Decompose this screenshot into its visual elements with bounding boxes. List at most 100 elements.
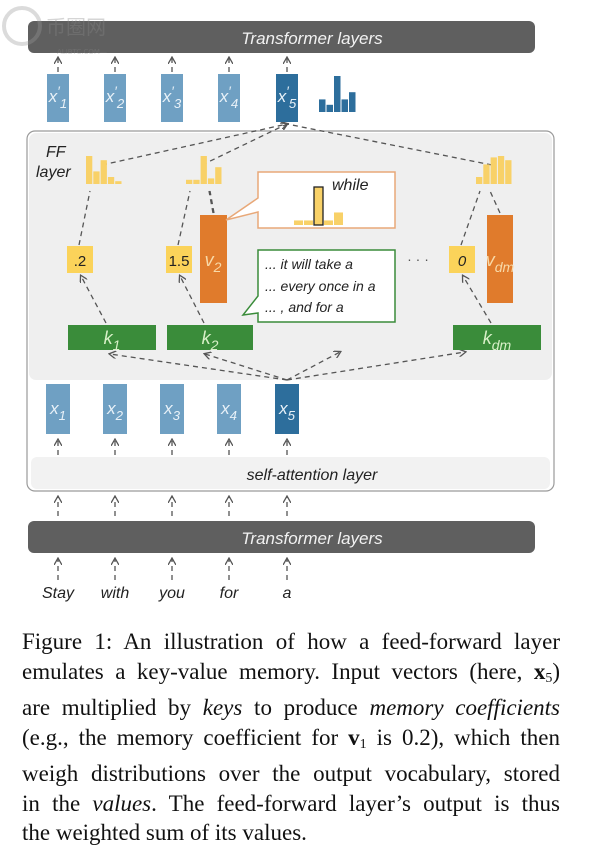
value-2-dist-bar-5	[215, 167, 222, 184]
value-2-dist-bar-3	[200, 156, 207, 184]
value-2-dist-bar-4	[207, 178, 215, 184]
key-2	[167, 325, 253, 350]
callout-dist-bar-1	[294, 220, 303, 225]
output-vector-label-4-base: x	[219, 87, 229, 106]
caption-segment: Figure 1: An illustration of how a feed-…	[22, 629, 560, 654]
ff-layer-label-1: FF	[46, 144, 67, 161]
top-transformer-bar: Transformer layers	[28, 21, 535, 53]
caption-segment: emulates a key-value memory. Input vecto…	[22, 658, 534, 684]
output-dist-bar-2	[326, 104, 333, 112]
caption-segment: (e.g., the memory coefficient for	[22, 724, 349, 750]
dist-to-output-line-1	[101, 124, 287, 166]
output-vector-label-4: x′4	[219, 84, 238, 111]
coefficient-to-dist-line-2	[177, 190, 191, 246]
output-vector-label-2-sub: 2	[116, 96, 125, 111]
output-vector-label-2: x′2	[105, 84, 125, 111]
value-label-2-base: v	[205, 250, 215, 270]
watermark-text: 币圈网	[46, 15, 106, 39]
dist-to-output-line-3	[286, 123, 493, 166]
value-label-2-sub: 2	[213, 259, 222, 275]
caption-segment: v	[348, 724, 360, 750]
value-3-dist-bar-3	[490, 157, 497, 184]
value-3-dist-bar-1	[476, 177, 483, 184]
output-vector-label-1-base: x	[48, 87, 58, 106]
input-vector-label-1-base: x	[49, 399, 59, 418]
value-label-3-base: v	[486, 250, 496, 270]
input-vector-label-2: x2	[106, 399, 124, 423]
output-vector-label-5-sub: 5	[289, 96, 297, 111]
callout-dist-bar-5	[334, 212, 343, 225]
output-vector-label-5-prime: ′	[286, 84, 289, 99]
key-to-coefficient-arrow-3	[463, 276, 492, 324]
output-vector-label-4-sub: 4	[231, 96, 238, 111]
value-3	[487, 215, 513, 303]
input-vector-label-3-sub: 3	[173, 408, 181, 423]
callout-line-1: ... it will take a	[265, 256, 353, 272]
callout-line-3: ... , and for a	[265, 299, 344, 315]
input-vector-5	[275, 384, 299, 434]
callout-dist-bar-3	[313, 186, 324, 226]
caption-line-2: emulates a key-value memory. Input vecto…	[22, 657, 560, 694]
value-1-dist-bar-2	[93, 171, 100, 184]
value-2-dist-bar-2	[193, 179, 200, 184]
caption-segment: in the	[22, 790, 93, 816]
coefficient-to-dist-line-3	[460, 190, 481, 246]
input-vector-label-5-sub: 5	[288, 408, 296, 423]
callout-dist-bar-2	[304, 220, 313, 225]
self-attention-label: self-attention layer	[247, 467, 378, 484]
key-1	[68, 325, 156, 350]
caption-line-4: (e.g., the memory coefficient for v1 is …	[22, 723, 560, 760]
callout-line-2: ... every once in a	[265, 278, 376, 294]
input-token-3: you	[158, 585, 185, 602]
input-vector-label-5-base: x	[278, 399, 288, 418]
input-token-4: for	[220, 585, 239, 602]
caption-line-3: are multiplied by keys to produce memory…	[22, 693, 560, 723]
input-vector-label-2-base: x	[106, 399, 116, 418]
value-1-dist-bar-3	[100, 160, 107, 184]
key-label-2-sub: 2	[210, 337, 219, 353]
caption-line-1: Figure 1: An illustration of how a feed-…	[22, 627, 560, 657]
output-vector-label-5-base: x	[277, 87, 287, 106]
caption-segment: the weighted sum of its values.	[22, 820, 307, 845]
output-vector-label-3-sub: 3	[174, 96, 182, 111]
figure-caption: Figure 1: An illustration of how a feed-…	[22, 627, 560, 848]
input-vector-label-3-base: x	[163, 399, 173, 418]
input-token-1: Stay	[42, 585, 75, 602]
output-vector-label-4-prime: ′	[228, 84, 231, 99]
dist-to-output-line-2	[201, 124, 287, 166]
output-dist-bar-1	[319, 99, 326, 112]
key-label-2: k2	[202, 328, 219, 353]
caption-line-7: the weighted sum of its values.	[22, 818, 560, 848]
key-3	[453, 325, 541, 350]
value-3-dist-bar-5	[505, 160, 512, 184]
output-vector-1	[47, 74, 69, 122]
input-vector-4	[217, 384, 241, 434]
input-vector-label-1-sub: 1	[59, 408, 66, 423]
input-vector-label-3: x3	[163, 399, 181, 423]
caption-segment: are multiplied by	[22, 695, 203, 720]
coefficient-value-1: .2	[74, 253, 87, 270]
output-vector-3	[161, 74, 183, 122]
input-vector-2	[103, 384, 127, 434]
input-token-5: a	[283, 585, 292, 602]
value-2	[200, 215, 226, 303]
value-label-3-sub: dm	[495, 259, 515, 275]
ff-key-value-diagram: Transformer layers FF layer self-attenti…	[26, 21, 555, 602]
input-vector-label-5: x5	[278, 399, 296, 423]
key-label-3-base: k	[483, 328, 493, 348]
key-label-3: kdm	[483, 328, 512, 353]
input-token-2: with	[101, 585, 130, 602]
caption-segment: to produce	[242, 695, 370, 720]
top-transformer-label: Transformer layers	[241, 29, 383, 48]
caption-segment: x	[533, 658, 546, 684]
key-callout: ... it will take a ... every once in a .…	[241, 249, 396, 323]
caption-segment: )	[552, 658, 560, 684]
output-vector-label-1-prime: ′	[57, 84, 60, 99]
coefficient-box-3	[449, 246, 475, 273]
output-vector-label-2-prime: ′	[114, 84, 117, 99]
value-label-3: vdm	[486, 250, 515, 275]
caption-line-5: weigh distributions over the output voca…	[22, 759, 560, 789]
output-vector-label-3: x′3	[162, 84, 182, 111]
callout-dist-bar-4	[324, 220, 333, 225]
watermark-logo: 币圈网 —ALIBTC.COM—	[2, 6, 107, 56]
